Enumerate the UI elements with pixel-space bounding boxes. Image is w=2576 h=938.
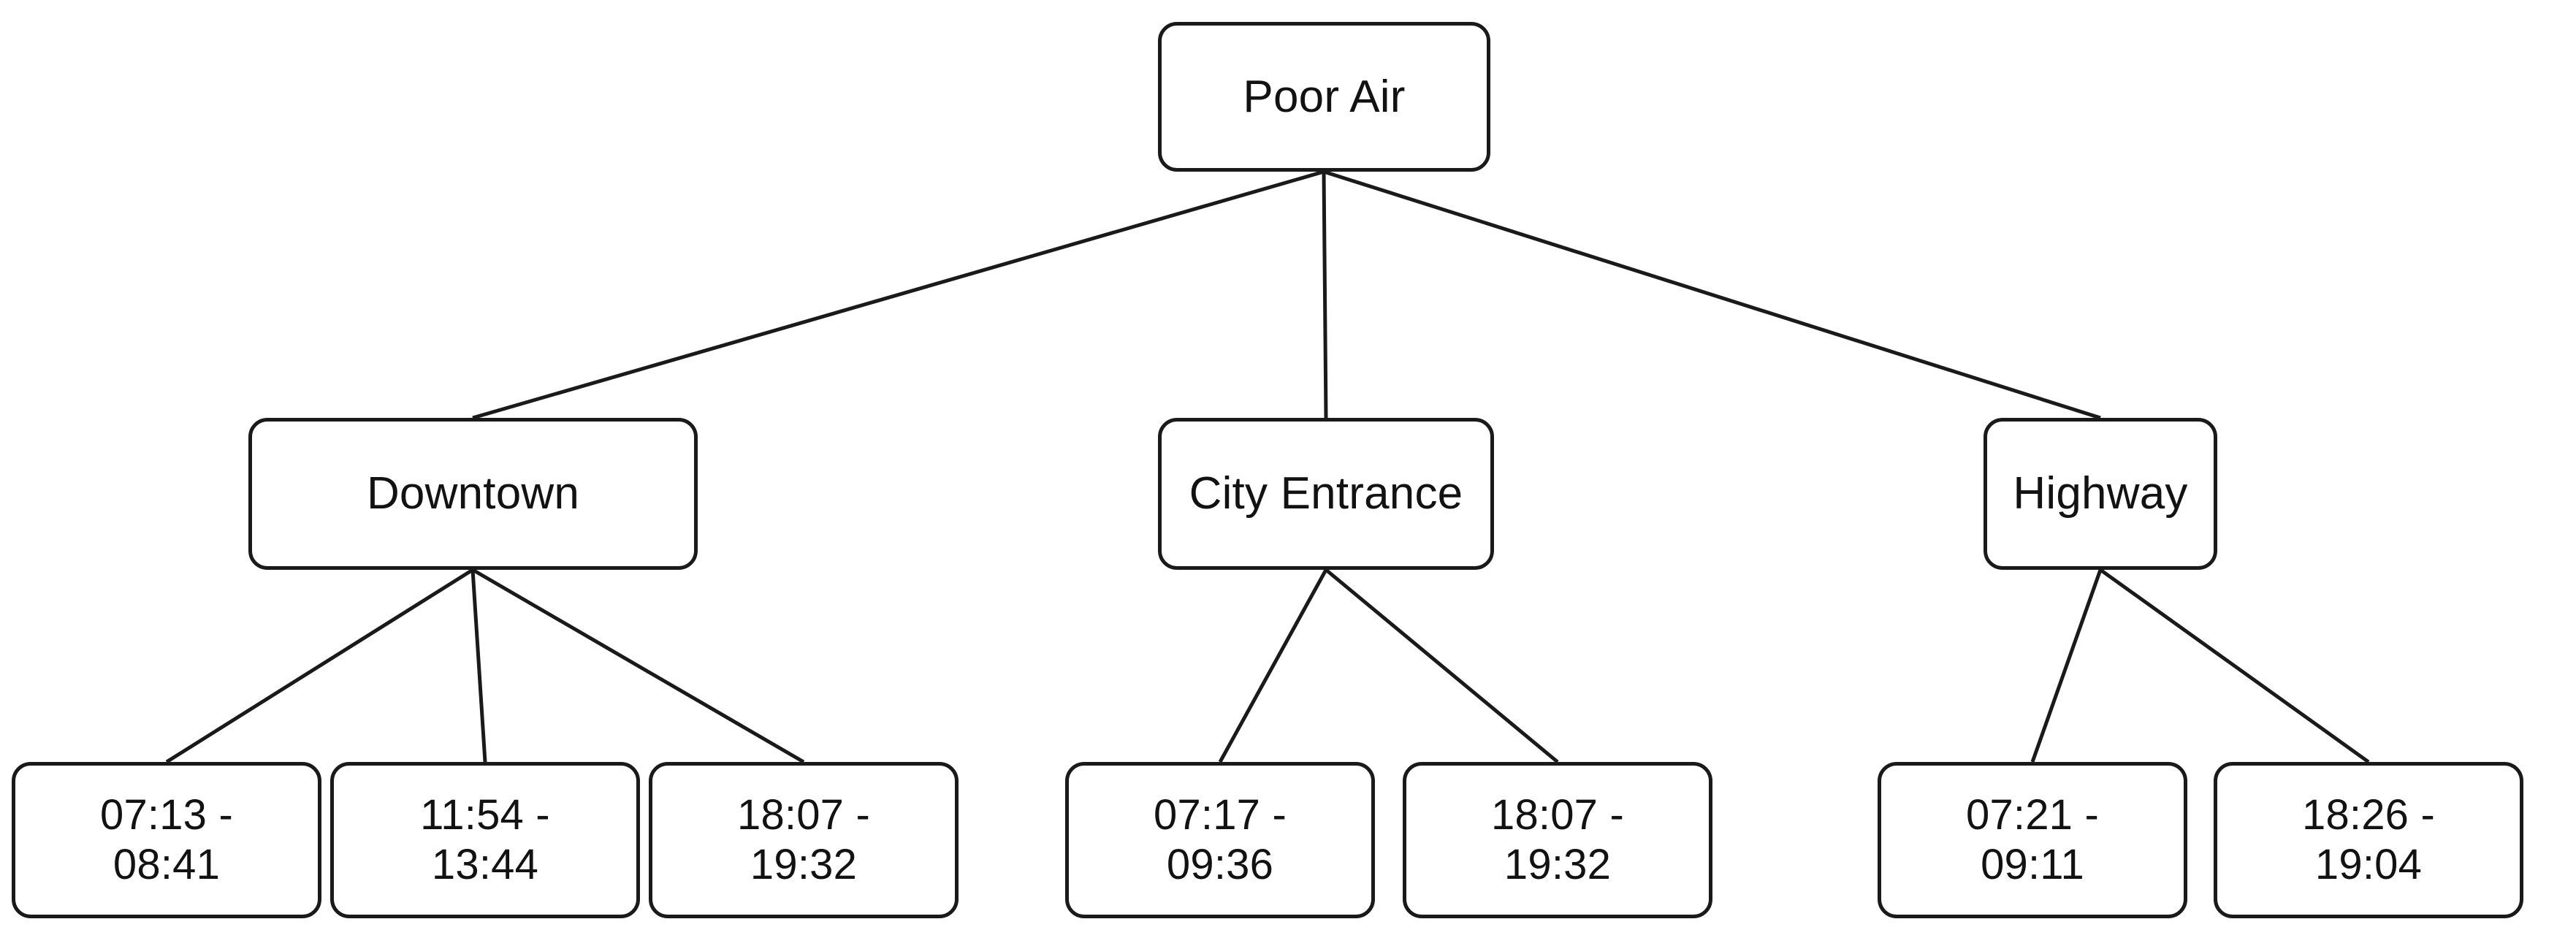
tree-node-label-city-entrance-interval-2: 18:07 - 19:32 <box>1491 790 1624 888</box>
tree-node-label-highway-interval-1: 07:21 - 09:11 <box>1966 790 2099 888</box>
tree-node-label-city-entrance: City Entrance <box>1189 468 1463 519</box>
tree-node-highway-interval-2[interactable]: 18:26 - 19:04 <box>2214 762 2523 918</box>
tree-node-label-downtown-interval-2: 11:54 - 13:44 <box>420 790 550 888</box>
tree-node-label-poor-air: Poor Air <box>1243 71 1406 122</box>
tree-node-label-downtown-interval-3: 18:07 - 19:32 <box>737 790 870 888</box>
edge-highway-2 <box>2099 568 2370 764</box>
tree-node-highway[interactable]: Highway <box>1984 418 2217 570</box>
tree-node-label-downtown: Downtown <box>366 468 580 519</box>
tree-node-downtown-interval-1[interactable]: 07:13 - 08:41 <box>12 762 321 918</box>
edge-root-highway <box>1323 169 2101 420</box>
tree-node-label-downtown-interval-1: 07:13 - 08:41 <box>100 790 233 888</box>
tree-node-label-highway: Highway <box>2013 468 2188 519</box>
tree-node-poor-air[interactable]: Poor Air <box>1158 22 1490 172</box>
tree-node-city-entrance-interval-1[interactable]: 07:17 - 09:36 <box>1065 762 1375 918</box>
tree-node-downtown-interval-3[interactable]: 18:07 - 19:32 <box>649 762 959 918</box>
edge-city-entrance-1 <box>1218 568 1328 763</box>
tree-node-highway-interval-1[interactable]: 07:21 - 09:11 <box>1878 762 2187 918</box>
tree-node-downtown[interactable]: Downtown <box>248 418 698 570</box>
edge-root-city-entrance <box>1322 171 1328 419</box>
tree-node-label-highway-interval-2: 18:26 - 19:04 <box>2302 790 2435 888</box>
edge-downtown-3 <box>471 568 805 764</box>
edge-highway-1 <box>2030 569 2103 763</box>
tree-node-city-entrance[interactable]: City Entrance <box>1158 418 1494 570</box>
edge-downtown-1 <box>165 568 474 764</box>
edge-root-downtown <box>472 169 1325 420</box>
tree-node-downtown-interval-2[interactable]: 11:54 - 13:44 <box>330 762 640 918</box>
edge-downtown-2 <box>470 569 487 763</box>
edge-city-entrance-2 <box>1325 568 1559 763</box>
tree-node-label-city-entrance-interval-1: 07:17 - 09:36 <box>1154 790 1287 888</box>
tree-node-city-entrance-interval-2[interactable]: 18:07 - 19:32 <box>1403 762 1712 918</box>
